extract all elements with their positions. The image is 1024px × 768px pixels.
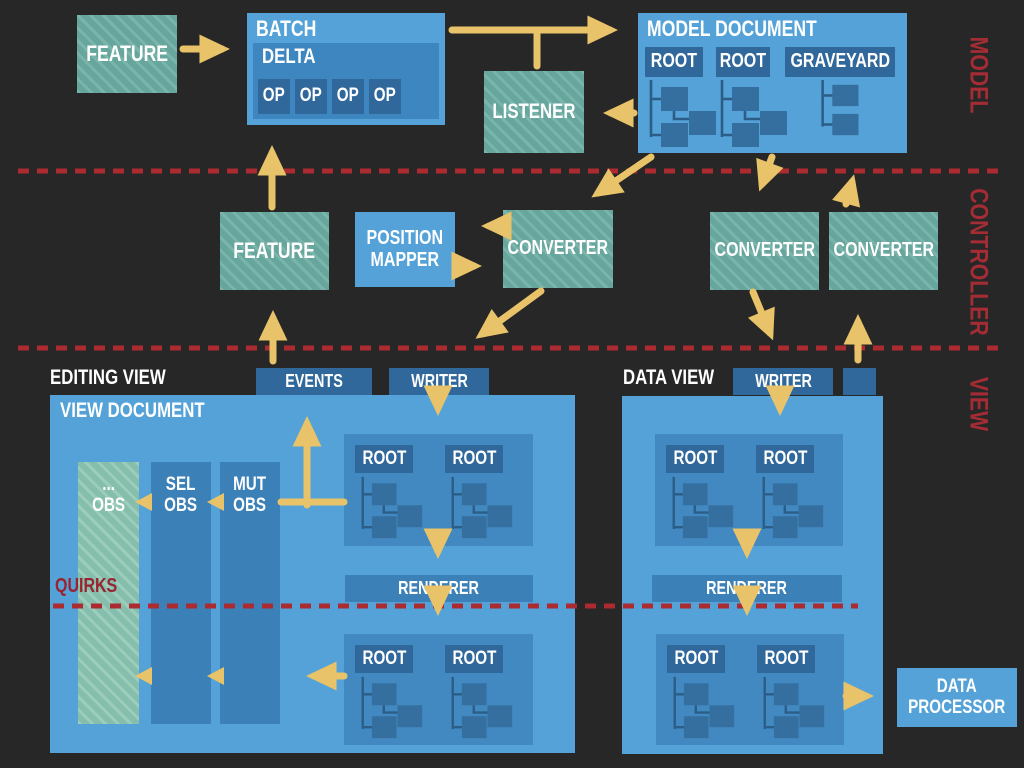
layer-label-view: VIEW: [964, 376, 993, 432]
node-tree-icon: [821, 79, 860, 137]
batch-label: BATCH: [256, 16, 317, 41]
feature-box-controller: FEATURE: [220, 212, 329, 290]
delta-label: DELTA: [262, 45, 316, 68]
root-header: ROOT: [445, 645, 503, 673]
op-box: OP: [258, 79, 290, 114]
observer-label: SEL OBS: [164, 474, 198, 516]
writer-header: WRITER: [733, 368, 833, 395]
op-box: OP: [295, 79, 327, 114]
view-roots-container: ROOT ROOT: [344, 634, 533, 745]
arrow-converter3-to-model-document: [832, 174, 861, 208]
node-tree-icon: [672, 476, 735, 540]
root-header: ROOT: [756, 445, 814, 473]
root-header: ROOT: [666, 445, 724, 473]
op-box: OP: [332, 79, 364, 114]
converter-label: CONVERTER: [833, 239, 934, 262]
view-roots-container: ROOT ROOT: [344, 434, 533, 546]
observer-label: MUT OBS: [233, 474, 267, 516]
converter-box: CONVERTER: [503, 210, 613, 288]
node-tree-icon: [361, 676, 424, 740]
observer-column-mutation: MUT OBS: [220, 462, 280, 724]
events-header: EVENTS: [256, 368, 372, 395]
node-tree-icon: [451, 676, 514, 740]
observer-column-selection: SEL OBS: [151, 462, 211, 724]
data-processor-box: DATA PROCESSOR: [897, 668, 1017, 727]
feature-label: FEATURE: [86, 41, 168, 67]
converter-label: CONVERTER: [507, 237, 609, 260]
feature-label: FEATURE: [233, 238, 316, 264]
root-header: ROOT: [645, 47, 703, 77]
root-header: ROOT: [757, 645, 815, 673]
arrow-model-document-to-converter2: [756, 153, 784, 192]
unlabeled-header-box: [843, 368, 876, 395]
renderer-box: RENDERER: [652, 575, 842, 602]
node-tree-icon: [649, 79, 718, 149]
arrow-converter-to-writer: [475, 287, 545, 339]
feature-box-model: FEATURE: [77, 15, 177, 93]
node-tree-icon: [763, 676, 826, 740]
delta-box: DELTA OP OP OP OP: [253, 43, 439, 119]
data-processor-label: DATA PROCESSOR: [908, 675, 1006, 718]
view-roots-container: ROOT ROOT: [655, 434, 843, 546]
renderer-box: RENDERER: [345, 575, 533, 602]
view-document-box: VIEW DOCUMENT ... OBS SEL OBS MUT OBS RO…: [50, 395, 575, 753]
model-document-label: MODEL DOCUMENT: [647, 16, 817, 41]
data-view-box: ROOT ROOT RENDERER ROOT ROOT: [622, 396, 883, 754]
observer-column-generic: ... OBS: [78, 462, 139, 724]
node-tree-icon: [762, 476, 825, 540]
root-header: ROOT: [716, 47, 770, 77]
root-header: ROOT: [355, 445, 413, 473]
graveyard-header: GRAVEYARD: [785, 47, 895, 77]
listener-box: LISTENER: [484, 71, 584, 153]
observer-label: ... OBS: [92, 474, 125, 516]
model-document-box: MODEL DOCUMENT ROOT ROOT GRAVEYARD: [638, 13, 907, 153]
data-view-title: DATA VIEW: [623, 366, 715, 389]
view-document-label: VIEW DOCUMENT: [60, 399, 205, 422]
converter-label: CONVERTER: [714, 239, 815, 262]
node-tree-icon: [720, 79, 789, 149]
batch-box: BATCH DELTA OP OP OP OP: [247, 13, 445, 125]
converter-box: CONVERTER: [710, 212, 819, 290]
position-mapper-label: POSITION MAPPER: [366, 226, 444, 271]
node-tree-icon: [451, 476, 514, 540]
op-box: OP: [369, 79, 401, 114]
root-header: ROOT: [667, 645, 725, 673]
node-tree-icon: [673, 676, 736, 740]
quirks-label: QUIRKS: [55, 575, 118, 597]
converter-box: CONVERTER: [829, 212, 938, 290]
listener-label: LISTENER: [492, 99, 576, 123]
arrow-model-document-to-converter: [591, 153, 655, 198]
position-mapper-box: POSITION MAPPER: [355, 212, 455, 287]
arrow-converter2-to-data-writer: [747, 288, 775, 341]
layer-label-model: MODEL: [964, 36, 993, 114]
root-header: ROOT: [355, 645, 413, 673]
view-roots-container: ROOT ROOT: [656, 634, 844, 745]
node-tree-icon: [361, 476, 424, 540]
root-header: ROOT: [445, 445, 503, 473]
layer-label-controller: CONTROLLER: [964, 188, 993, 336]
writer-header: WRITER: [389, 368, 489, 395]
editing-view-title: EDITING VIEW: [50, 366, 166, 389]
